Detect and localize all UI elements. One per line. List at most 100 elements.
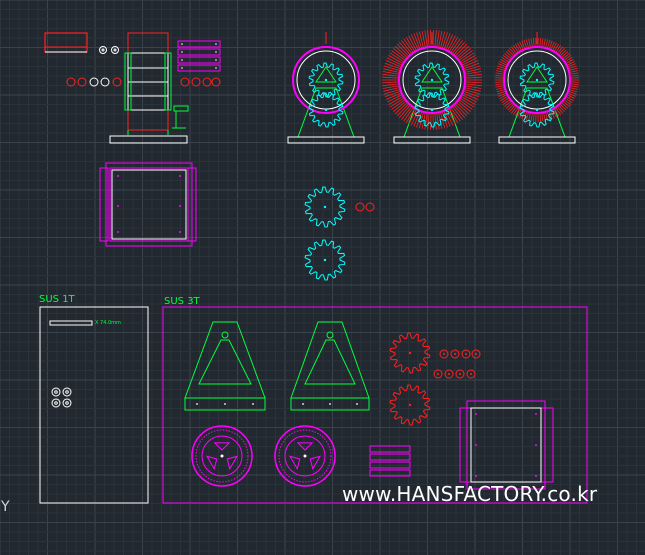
wheel-assembly bbox=[287, 32, 365, 144]
spoke bbox=[454, 102, 468, 117]
spoke bbox=[463, 86, 481, 92]
gear-center bbox=[408, 403, 412, 407]
center-triangle bbox=[315, 66, 337, 83]
bottom-gear bbox=[519, 92, 555, 128]
bracket-hole bbox=[326, 331, 334, 339]
bottom-gear bbox=[308, 92, 344, 128]
spoke bbox=[449, 106, 461, 122]
spoke bbox=[403, 38, 415, 54]
wheel-assembly bbox=[495, 32, 579, 144]
washer-grid bbox=[433, 349, 481, 379]
gear-center bbox=[408, 351, 412, 355]
bolt-hole bbox=[302, 403, 304, 405]
spoke bbox=[386, 57, 404, 67]
spoke bbox=[401, 40, 413, 55]
washer-white bbox=[99, 46, 107, 54]
bolt-hole bbox=[329, 403, 331, 405]
disk-cutout bbox=[213, 442, 231, 451]
disk-cutout bbox=[205, 455, 218, 471]
top-gear bbox=[308, 62, 344, 98]
spoke bbox=[448, 107, 459, 124]
spoke bbox=[459, 55, 476, 65]
disk-perforation bbox=[195, 429, 249, 483]
spoke bbox=[443, 109, 451, 127]
spoke bbox=[457, 50, 473, 62]
spoke bbox=[413, 109, 421, 127]
bolt-hole bbox=[196, 403, 198, 405]
bracket-cutout bbox=[304, 339, 356, 385]
spoke bbox=[448, 36, 459, 53]
spoke bbox=[382, 85, 401, 89]
spoke bbox=[396, 43, 410, 58]
bracket-base bbox=[184, 397, 266, 411]
spoke bbox=[462, 62, 480, 70]
cyan-gear bbox=[304, 186, 346, 228]
disk-cutout bbox=[309, 455, 322, 471]
spoke bbox=[463, 81, 482, 84]
sheet-sus-3t[interactable] bbox=[162, 306, 588, 504]
plate-view-top[interactable] bbox=[99, 162, 197, 247]
spoke bbox=[463, 71, 482, 75]
spoke bbox=[424, 111, 428, 130]
spoke bbox=[403, 106, 415, 122]
spoke bbox=[413, 33, 421, 51]
spoke bbox=[424, 30, 428, 49]
spoke bbox=[437, 30, 443, 49]
disk-outer bbox=[274, 425, 336, 487]
sheet-sus-1t[interactable] bbox=[39, 306, 149, 504]
spoke bbox=[463, 83, 482, 87]
spoke bbox=[408, 108, 418, 125]
spoke bbox=[461, 92, 479, 100]
spoke bbox=[398, 41, 412, 57]
disk-cutout bbox=[296, 442, 314, 451]
wheel-rim bbox=[398, 46, 466, 114]
red-gear bbox=[389, 332, 431, 374]
spoke bbox=[460, 57, 478, 67]
spoke bbox=[385, 60, 403, 68]
sheet-3t-boundary bbox=[162, 306, 588, 504]
spoke bbox=[430, 30, 432, 49]
gear-center bbox=[535, 78, 539, 82]
sheet-3t-label: SUS 3T bbox=[164, 296, 200, 307]
spoke bbox=[452, 103, 466, 119]
spoke bbox=[427, 30, 430, 49]
spoke bbox=[408, 35, 418, 52]
top-gear bbox=[414, 62, 450, 98]
spoke bbox=[462, 65, 481, 72]
spoke bbox=[455, 45, 470, 59]
spoke bbox=[391, 98, 407, 110]
washer bbox=[365, 202, 375, 212]
wheel-rim bbox=[292, 46, 360, 114]
spoke bbox=[451, 105, 463, 120]
middle-gears[interactable] bbox=[304, 186, 375, 281]
spoke bbox=[418, 110, 425, 129]
watermark-text: www.HANSFACTORY.co.kr bbox=[342, 482, 598, 506]
spoke bbox=[405, 36, 416, 53]
top-left-assembly[interactable] bbox=[44, 32, 221, 144]
spoke bbox=[383, 68, 401, 74]
disk-cutout bbox=[226, 455, 239, 471]
spoke bbox=[389, 52, 406, 64]
spoke bbox=[384, 90, 402, 98]
spoke bbox=[385, 92, 403, 100]
spoke bbox=[463, 73, 482, 77]
stand-base bbox=[287, 136, 365, 144]
bolt-hole bbox=[224, 403, 226, 405]
spoke bbox=[463, 85, 482, 89]
spoke bbox=[460, 93, 478, 103]
spoke bbox=[456, 48, 471, 61]
triangle-bracket bbox=[290, 321, 370, 411]
spoke bbox=[446, 35, 456, 52]
gear-center bbox=[430, 78, 434, 82]
spoke bbox=[457, 98, 473, 110]
gear-center bbox=[324, 108, 328, 112]
spoke bbox=[441, 110, 448, 128]
spoke bbox=[398, 103, 412, 119]
wheel-assemblies[interactable] bbox=[287, 30, 579, 144]
wheel-assembly bbox=[382, 30, 482, 144]
spoke bbox=[418, 31, 425, 50]
spoke bbox=[393, 99, 408, 112]
stand-base bbox=[498, 136, 576, 144]
